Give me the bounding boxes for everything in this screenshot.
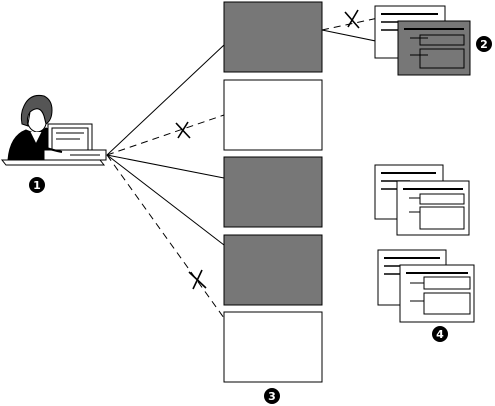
frame-panel-4 xyxy=(223,234,323,306)
frame-panel-3 xyxy=(223,156,323,228)
callout-1: 1 xyxy=(29,177,45,193)
callout-3: 3 xyxy=(264,388,280,404)
callout-2-label: 2 xyxy=(480,38,488,51)
blocked-x-icon xyxy=(175,121,191,139)
stacked-windows-icon xyxy=(377,249,475,323)
callout-1-label: 1 xyxy=(33,179,41,192)
connector-dashed-5 xyxy=(106,154,225,319)
frame-column xyxy=(223,1,323,383)
callout-4-label: 4 xyxy=(436,328,444,341)
frame-panel-5 xyxy=(223,311,323,383)
callout-4: 4 xyxy=(432,326,448,342)
frame-panel-2 xyxy=(223,79,323,151)
callout-2: 2 xyxy=(476,36,492,52)
blocked-x-icon xyxy=(188,269,207,290)
stacked-windows-icon xyxy=(374,164,470,236)
connector-dashed-2 xyxy=(106,114,225,156)
blocked-x-icon xyxy=(344,9,360,29)
callout-3-label: 3 xyxy=(268,390,276,403)
connector-solid-1 xyxy=(106,44,225,156)
stacked-windows-icon xyxy=(374,5,471,76)
user-at-computer-icon xyxy=(0,95,107,166)
connector-solid-4 xyxy=(106,154,225,246)
connector-solid-3 xyxy=(106,154,225,179)
frame-panel-1 xyxy=(223,1,323,73)
